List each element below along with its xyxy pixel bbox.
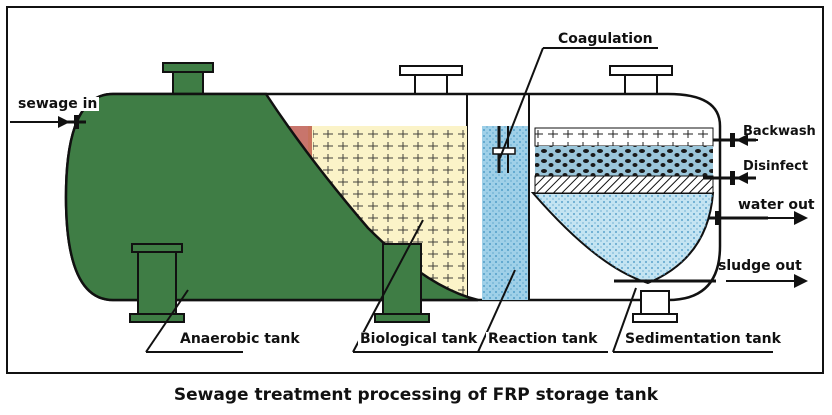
sedimentation-top-nozzle xyxy=(609,65,673,96)
backwash-pipe xyxy=(713,133,758,147)
tank-diagram xyxy=(10,47,808,353)
sedimentation-dots xyxy=(533,193,713,283)
water-out-label: water out xyxy=(738,197,815,213)
sedimentation-tank-label: Sedimentation tank xyxy=(623,331,783,347)
sludge-out-pipe xyxy=(614,274,808,288)
caption: Sewage treatment processing of FRP stora… xyxy=(173,385,659,405)
filter-gravel xyxy=(535,146,713,176)
biological-tank-label: Biological tank xyxy=(358,331,480,347)
coagulation-label: Coagulation xyxy=(556,31,655,47)
backwash-label: Backwash xyxy=(743,124,816,139)
water-out-pipe xyxy=(708,211,808,225)
diagram-frame: sewage in Coagulation Backwash Disinfect… xyxy=(6,6,824,374)
sewage-inlet-pipe xyxy=(10,115,86,129)
sludge-out-label: sludge out xyxy=(718,258,802,274)
disinfect-pipe xyxy=(703,171,756,185)
leader-lines xyxy=(145,47,773,353)
left-leg xyxy=(129,243,185,323)
disinfect-label: Disinfect xyxy=(743,159,809,174)
reaction-tank-label: Reaction tank xyxy=(486,331,600,347)
right-leg xyxy=(632,290,678,323)
middle-leg xyxy=(374,243,430,323)
sewage-in-label: sewage in xyxy=(16,96,100,112)
reaction-dots xyxy=(482,126,528,300)
filter-top-layer xyxy=(534,127,714,147)
anaerobic-tank-label: Anaerobic tank xyxy=(178,331,302,347)
filter-hatch-layer xyxy=(534,175,714,194)
biological-top-nozzle xyxy=(399,65,463,96)
